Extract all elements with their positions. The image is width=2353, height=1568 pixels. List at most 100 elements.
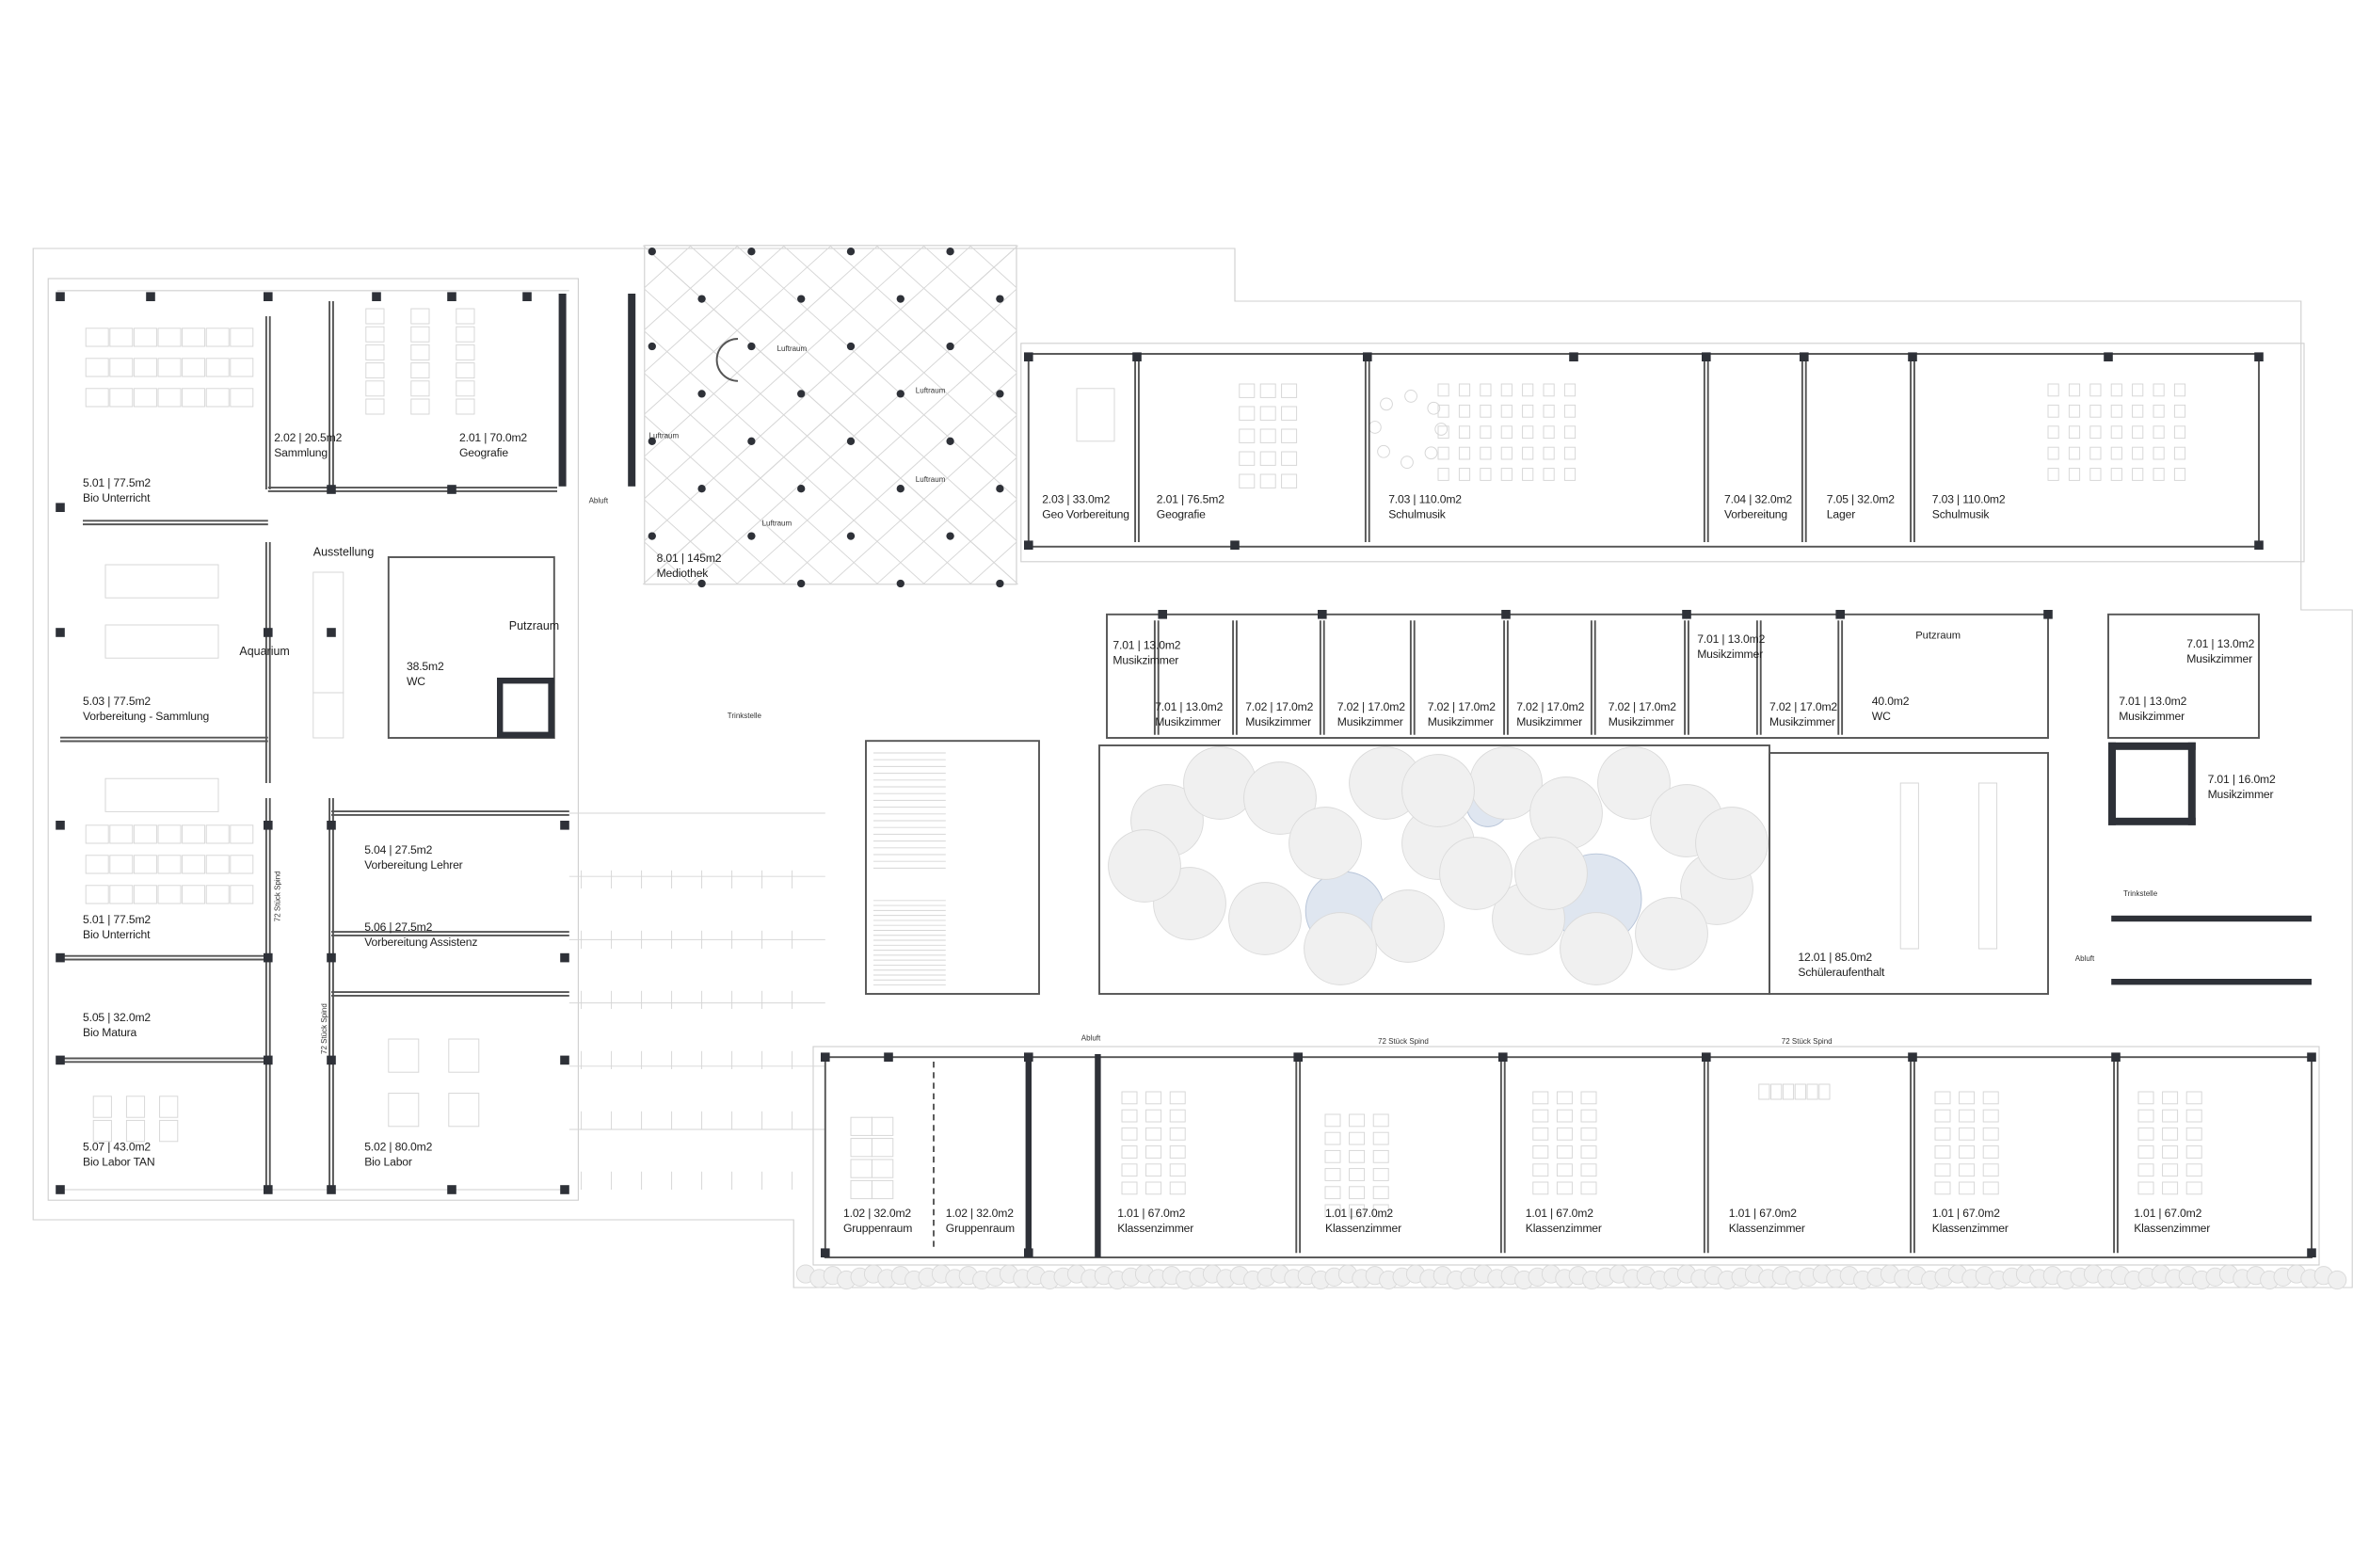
column [264,1185,273,1194]
desk [157,358,182,377]
desk [182,824,206,844]
desk [1480,446,1492,460]
desk [182,885,206,904]
desk [1532,1091,1549,1105]
room-number: 1.01 | 67.0m2 [1325,1206,1394,1220]
desk [2137,1091,2154,1105]
column-round [648,437,656,445]
desk [1580,1145,1597,1159]
desk [2068,383,2081,397]
room-number: 7.01 | 16.0m2 [2207,772,2276,787]
desk [205,328,230,347]
desk [1934,1181,1951,1195]
room-name: WC [1871,708,1891,723]
desk [850,1159,872,1178]
stair-wall [2111,979,2312,985]
room-number: 7.02 | 17.0m2 [1245,700,1314,714]
room-number: 7.01 | 13.0m2 [1697,632,1766,647]
room-name: Musikzimmer [1427,714,1494,728]
column-round [946,248,954,256]
lattice-line [644,499,739,585]
column [2254,352,2264,361]
mediothek-outline [644,245,1017,585]
room-number: 5.05 | 32.0m2 [83,1010,152,1024]
desk [125,1096,146,1118]
desk [1543,383,1555,397]
desk [1899,782,1919,950]
desk [1281,406,1298,421]
room-name: Gruppenraum [843,1220,913,1235]
desk [1982,1127,1999,1141]
desk [1959,1109,1976,1123]
desk [1169,1163,1186,1177]
tree-canopy [1108,829,1181,903]
desk [1324,1131,1341,1145]
desk [109,388,134,408]
column-round [896,390,904,398]
desk [1500,468,1513,481]
chair [1427,401,1441,415]
desk [182,358,206,377]
desk [1437,468,1449,481]
desk [1500,383,1513,397]
room-name: WC [407,674,425,688]
desk [230,328,254,347]
desk [230,885,254,904]
column [327,628,336,637]
column [522,292,532,301]
label-ausstellung: Ausstellung [312,545,375,559]
desk [2162,1163,2179,1177]
desk [1580,1109,1597,1123]
desk [2047,404,2059,418]
desk [2110,383,2122,397]
desk [157,855,182,874]
desk [2110,404,2122,418]
desk [2110,425,2122,440]
desk [85,824,109,844]
desk [230,824,254,844]
desk [1259,428,1276,443]
desk [1959,1091,1976,1105]
column [447,292,456,301]
desk [1145,1109,1162,1123]
desk [1500,404,1513,418]
desk [1959,1181,1976,1195]
desk [448,1038,480,1073]
room-number: 5.01 | 77.5m2 [83,475,152,489]
label-trinkstelle-right: Trinkstelle [2123,889,2158,900]
room-name: Vorbereitung Lehrer [364,857,463,872]
desk [1281,451,1298,466]
desk [1580,1127,1597,1141]
lift-wall [2108,742,2116,825]
column [1835,610,1845,619]
room-name: Bio Labor [364,1154,412,1168]
room-number: 5.04 | 27.5m2 [364,843,433,857]
desk [850,1138,872,1158]
column-round [996,390,1004,398]
desk [182,388,206,408]
roof-outline [32,248,2353,1288]
column-round [697,485,706,493]
column [560,1055,569,1065]
room-number: 1.01 | 67.0m2 [1728,1206,1797,1220]
label-abluft-b: Abluft [2074,954,2095,964]
lattice-line [782,373,1017,585]
column-round [747,532,756,540]
desk [2185,1109,2202,1123]
desk [1324,1186,1341,1200]
lab-bench [104,564,219,599]
lattice-line [922,499,1017,585]
desk [1782,1083,1795,1100]
lift-wall [2187,742,2196,825]
room-number: 1.01 | 67.0m2 [1931,1206,2000,1220]
desk [2162,1181,2179,1195]
desk [2089,383,2102,397]
desk [365,326,385,343]
desk [1522,468,1534,481]
lift-wall [2108,817,2196,825]
column [1024,540,1033,550]
